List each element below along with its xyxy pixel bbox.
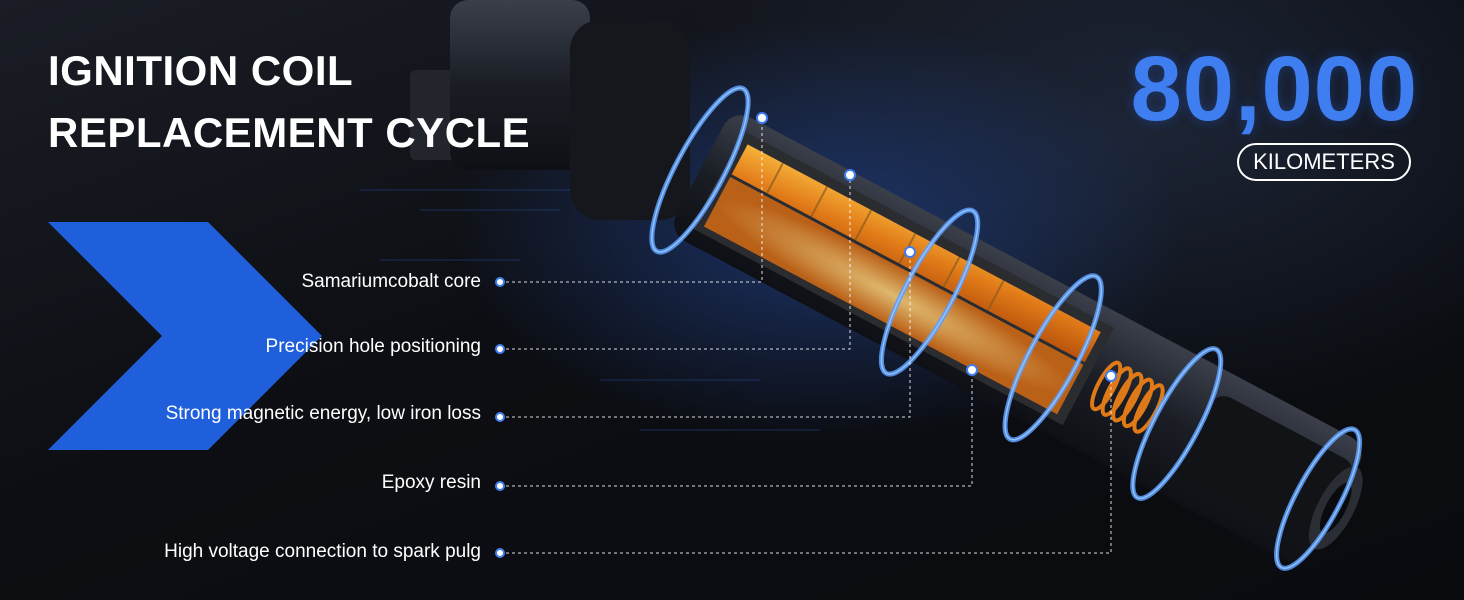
callout-dot bbox=[495, 548, 505, 558]
callout-dot bbox=[495, 277, 505, 287]
callout-label-core: Samariumcobalt core bbox=[301, 271, 481, 292]
callout-dot bbox=[844, 169, 856, 181]
title-line-2: REPLACEMENT CYCLE bbox=[48, 109, 531, 156]
callout-label-magnetic: Strong magnetic energy, low iron loss bbox=[165, 403, 481, 424]
callout-label-hv: High voltage connection to spark pulg bbox=[164, 541, 481, 562]
callout-dot bbox=[756, 112, 768, 124]
callout-dot bbox=[966, 364, 978, 376]
page-title: IGNITION COIL REPLACEMENT CYCLE bbox=[48, 40, 530, 164]
callout-label-hole: Precision hole positioning bbox=[265, 336, 481, 357]
title-line-1: IGNITION COIL bbox=[48, 47, 354, 94]
callout-leaders bbox=[500, 118, 1112, 554]
callout-dot bbox=[495, 344, 505, 354]
callout-label-epoxy: Epoxy resin bbox=[381, 472, 481, 493]
stat-unit-label: KILOMETERS bbox=[1253, 149, 1395, 174]
callout-dot bbox=[495, 412, 505, 422]
callout-dot bbox=[904, 246, 916, 258]
callout-dot bbox=[1105, 370, 1117, 382]
callout-dot bbox=[495, 481, 505, 491]
stat-value: 80,000 bbox=[1130, 38, 1418, 140]
stat-unit-badge: KILOMETERS bbox=[1237, 143, 1411, 181]
chevron-arrow-icon bbox=[48, 222, 322, 450]
